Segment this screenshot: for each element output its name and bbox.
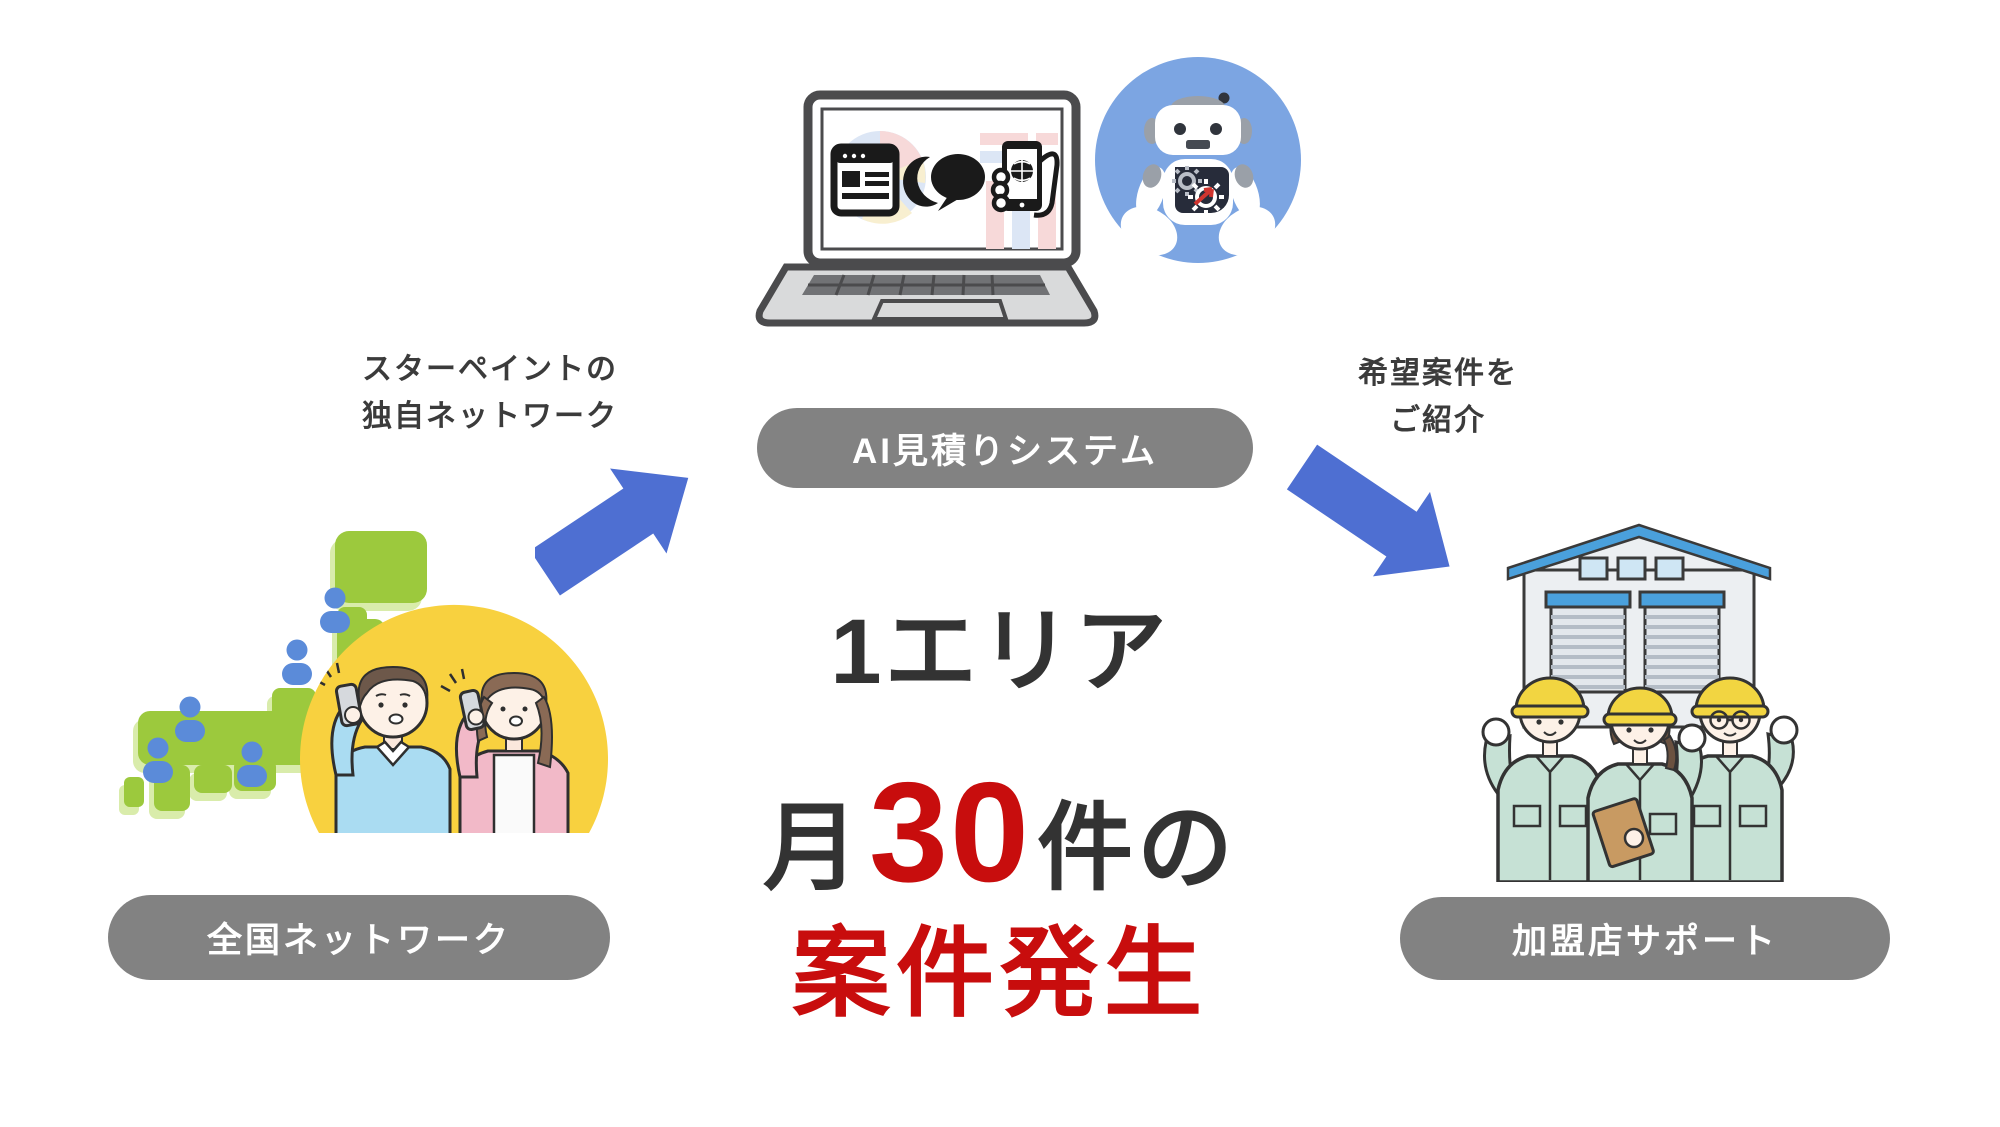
japan-map-icon bbox=[119, 531, 608, 833]
workers-icon bbox=[1481, 523, 1799, 882]
headline-count-suffix: 件の bbox=[1036, 795, 1237, 902]
node-national-network: 全国ネットワーク bbox=[108, 895, 610, 980]
browser-window-icon bbox=[830, 143, 900, 217]
worker-right bbox=[1676, 676, 1799, 882]
node-franchise-support-label: 加盟店サポート bbox=[1511, 922, 1778, 961]
arrow-up-right-icon bbox=[535, 468, 689, 596]
worker-middle bbox=[1586, 686, 1707, 882]
left-arrow-note-line2: 独自ネットワーク bbox=[362, 400, 618, 433]
right-arrow-note-line1: 希望案件を bbox=[1358, 357, 1518, 390]
man-on-phone-icon bbox=[315, 662, 452, 833]
laptop-base bbox=[755, 263, 1099, 327]
headline-count: 月30件の bbox=[650, 758, 1350, 952]
right-arrow-note: 希望案件を ご紹介 bbox=[1248, 350, 1628, 444]
chat-bubbles-icon bbox=[903, 154, 985, 211]
left-arrow-note: スターペイントの 独自ネットワーク bbox=[300, 346, 680, 440]
headline-result: 案件発生 bbox=[791, 918, 1208, 1028]
worker-left bbox=[1481, 676, 1604, 882]
node-ai-estimate-system-label: AI見積りシステム bbox=[852, 431, 1158, 471]
laptop-icon bbox=[755, 90, 1099, 327]
person-marker-icon bbox=[143, 587, 350, 787]
headline-area: 1エリア bbox=[830, 601, 1170, 703]
robot-icon bbox=[1095, 57, 1301, 263]
node-franchise-support: 加盟店サポート bbox=[1400, 897, 1890, 980]
woman-on-phone-icon bbox=[440, 668, 570, 833]
left-arrow-note-line1: スターペイントの bbox=[362, 353, 618, 386]
headline-count-prefix: 月 bbox=[763, 795, 864, 902]
right-arrow-note-line2: ご紹介 bbox=[1390, 404, 1486, 437]
arrow-down-right-icon bbox=[1286, 444, 1450, 577]
headline-count-number: 30 bbox=[869, 753, 1031, 912]
smartphone-hand-icon bbox=[990, 141, 1060, 218]
node-ai-estimate-system: AI見積りシステム bbox=[757, 408, 1253, 488]
node-national-network-label: 全国ネットワーク bbox=[206, 921, 511, 960]
